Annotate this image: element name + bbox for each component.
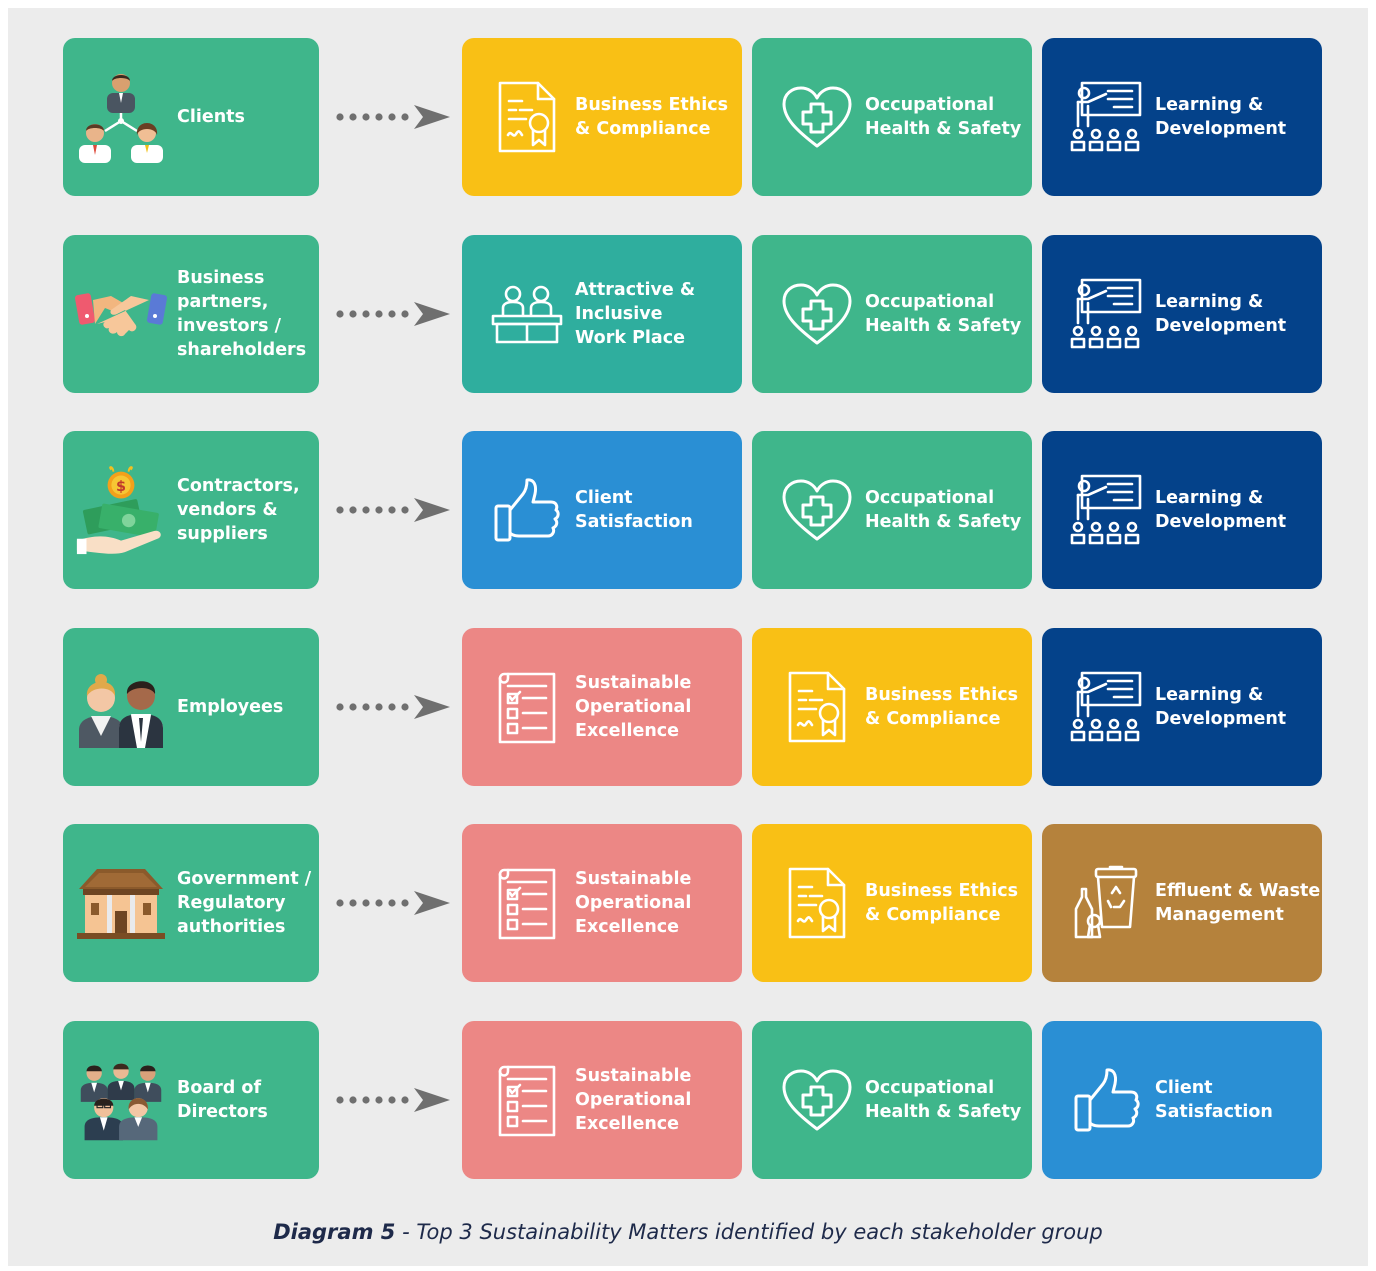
matter-card: Learning & Development	[1042, 38, 1322, 196]
matter-card: Learning & Development	[1042, 627, 1322, 786]
matter-card: Occupational Health & Safety	[752, 1020, 1032, 1179]
heart-cross-icon	[780, 477, 854, 543]
matter-card-label: Attractive & Inclusive Work Place	[575, 279, 696, 348]
matter-card-label: Occupational Health & Safety	[865, 1077, 1022, 1122]
stakeholder-row: Clients Business Ethics & Compliance Occ…	[8, 38, 1368, 196]
stakeholder-card-label: Business partners, investors / sharehold…	[177, 267, 307, 360]
thumbs-up-icon	[490, 476, 564, 544]
certificate-icon	[780, 669, 854, 745]
checklist-icon	[490, 1063, 564, 1137]
stakeholder-card-label: Contractors, vendors & suppliers	[177, 476, 300, 544]
matter-card-label: Learning & Development	[1155, 95, 1287, 139]
presentation-board-icon	[1070, 277, 1144, 351]
svg-text:$: $	[116, 479, 126, 495]
matter-card: Attractive & Inclusive Work Place	[462, 234, 742, 393]
matter-card-label: Business Ethics & Compliance	[865, 684, 1019, 729]
stakeholder-card: $ Contractors, vendors & suppliers	[63, 431, 319, 589]
stakeholder-card: Government / Regulatory authorities	[63, 824, 319, 982]
matter-card-label: Occupational Health & Safety	[865, 291, 1022, 336]
certificate-icon	[780, 865, 854, 941]
board-members-icon	[75, 1058, 167, 1142]
dotted-arrow-icon	[336, 694, 450, 719]
stakeholder-card: Board of Directors	[63, 1020, 319, 1179]
heart-cross-icon	[780, 1067, 854, 1133]
matter-card: Client Satisfaction	[462, 431, 742, 589]
matter-card-label: Sustainable Operational Excellence	[575, 672, 692, 741]
matter-card-label: Learning & Development	[1155, 684, 1287, 729]
matter-card-label: Sustainable Operational Excellence	[575, 1065, 692, 1134]
presentation-board-icon	[1070, 80, 1144, 154]
diagram-canvas: Clients Business Ethics & Compliance Occ…	[8, 8, 1368, 1266]
matter-card-label: Client Satisfaction	[1155, 1077, 1273, 1122]
matter-card: Sustainable Operational Excellence	[462, 627, 742, 786]
matter-card-label: Learning & Development	[1155, 488, 1287, 532]
dotted-arrow-icon	[336, 498, 450, 522]
recycle-bin-icon	[1070, 865, 1144, 941]
matter-card: Effluent & Waste Management	[1042, 824, 1322, 982]
dotted-arrow-icon	[336, 891, 450, 915]
stakeholder-card: Business partners, investors / sharehold…	[63, 234, 319, 393]
matter-card-label: Learning & Development	[1155, 291, 1287, 336]
caption-text: - Top 3 Sustainability Matters identifie…	[395, 1220, 1103, 1244]
government-building-icon	[75, 865, 167, 941]
stakeholder-card-label: Employees	[177, 696, 284, 717]
matter-card-label: Business Ethics & Compliance	[865, 881, 1019, 925]
diagram-caption: Diagram 5 - Top 3 Sustainability Matters…	[8, 1220, 1368, 1244]
matter-card-label: Occupational Health & Safety	[865, 95, 1022, 139]
matter-card: Business Ethics & Compliance	[462, 38, 742, 196]
stakeholder-card-label: Clients	[177, 107, 245, 127]
stakeholder-card: Clients	[63, 38, 319, 196]
people-network-icon	[75, 69, 167, 165]
stakeholder-card-label: Government / Regulatory authorities	[177, 869, 312, 937]
matter-card: Business Ethics & Compliance	[752, 627, 1032, 786]
presentation-board-icon	[1070, 473, 1144, 547]
matter-card: Occupational Health & Safety	[752, 431, 1032, 589]
matter-card: Learning & Development	[1042, 234, 1322, 393]
stakeholder-row: Government / Regulatory authorities Sust…	[8, 824, 1368, 982]
heart-cross-icon	[780, 84, 854, 150]
presentation-board-icon	[1070, 670, 1144, 744]
stakeholder-card-label: Board of Directors	[177, 1077, 268, 1122]
dotted-arrow-icon	[336, 105, 450, 129]
dotted-arrow-icon	[336, 301, 450, 326]
dotted-arrow-icon	[336, 1087, 450, 1112]
matter-card: Learning & Development	[1042, 431, 1322, 589]
matter-card-label: Effluent & Waste Management	[1155, 881, 1321, 925]
matter-card: Sustainable Operational Excellence	[462, 1020, 742, 1179]
matter-card-label: Client Satisfaction	[575, 488, 693, 532]
matter-card: Client Satisfaction	[1042, 1020, 1322, 1179]
matter-card-label: Sustainable Operational Excellence	[575, 869, 692, 937]
stakeholder-row: Business partners, investors / sharehold…	[8, 234, 1368, 393]
checklist-icon	[490, 866, 564, 940]
stakeholder-card: Employees	[63, 627, 319, 786]
money-hand-icon: $	[75, 462, 167, 558]
handshake-icon	[75, 284, 167, 344]
matter-card: Occupational Health & Safety	[752, 38, 1032, 196]
stakeholder-row: Employees Sustainable Operational Excell…	[8, 627, 1368, 786]
matter-card-label: Occupational Health & Safety	[865, 488, 1022, 532]
matter-card: Occupational Health & Safety	[752, 234, 1032, 393]
matter-card: Sustainable Operational Excellence	[462, 824, 742, 982]
stakeholder-row: Board of Directors Sustainable Operation…	[8, 1020, 1368, 1179]
matter-card-label: Business Ethics & Compliance	[575, 95, 729, 139]
stakeholder-row: $ Contractors, vendors & suppliers Clien…	[8, 431, 1368, 589]
heart-cross-icon	[780, 281, 854, 347]
checklist-icon	[490, 670, 564, 744]
employees-icon	[75, 666, 167, 748]
desk-people-icon	[490, 284, 564, 344]
matter-card: Business Ethics & Compliance	[752, 824, 1032, 982]
certificate-icon	[490, 79, 564, 155]
thumbs-up-icon	[1070, 1066, 1144, 1134]
caption-title: Diagram 5	[273, 1220, 396, 1244]
